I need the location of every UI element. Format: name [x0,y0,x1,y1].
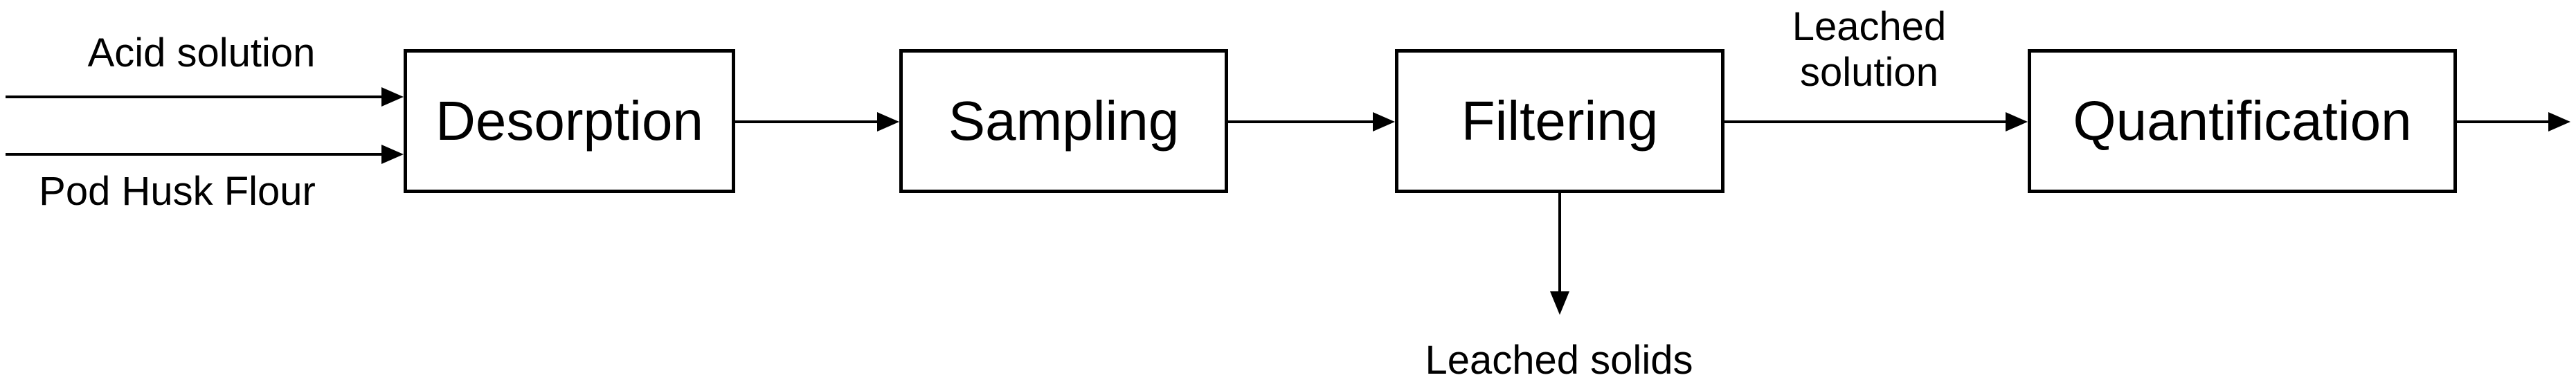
process-box-quantification: Quantification [2028,49,2457,193]
arrowhead-right-icon [877,112,899,131]
process-box-filtering: Filtering [1395,49,1724,193]
arrowhead-right-icon [2006,112,2028,131]
arrow-line [6,96,381,98]
arrowhead-down-icon [1550,291,1569,315]
stream-label-leached-solution: Leached solution [1738,4,2001,96]
process-box-label: Desorption [435,90,703,152]
arrow-line [6,153,381,156]
arrow-line [2457,120,2548,123]
input-label-pod-husk-flour: Pod Husk Flour [39,169,316,214]
process-box-label: Filtering [1461,90,1659,152]
arrow-line [1558,192,1561,292]
stream-label-line2: solution [1800,50,1938,95]
arrowhead-right-icon [2548,112,2570,131]
stream-label-line1: Leached [1792,4,1947,49]
stream-label-leached-solids: Leached solids [1425,338,1693,383]
process-box-label: Quantification [2073,90,2412,152]
arrow-line [1228,120,1373,123]
arrow-line [735,120,877,123]
input-label-acid-solution: Acid solution [87,30,316,75]
arrowhead-right-icon [381,145,404,164]
process-box-desorption: Desorption [404,49,735,193]
process-box-sampling: Sampling [899,49,1228,193]
arrowhead-right-icon [1373,112,1395,131]
process-box-label: Sampling [948,90,1180,152]
arrowhead-right-icon [381,87,404,107]
arrow-line [1724,120,2006,123]
